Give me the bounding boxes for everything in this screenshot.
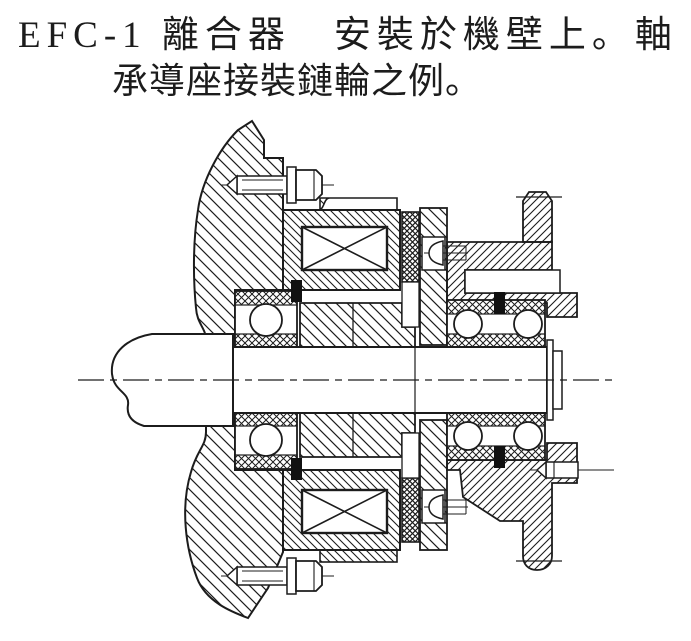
coil-bottom <box>300 488 389 535</box>
sprocket-tooth-top <box>522 191 553 243</box>
rotor-hub-top <box>299 302 416 348</box>
figure-caption-line1: EFC-1 離合器 安裝於機壁上。軸 <box>18 15 678 56</box>
shaft-seals <box>291 280 505 480</box>
mounting-bolt-bottom <box>221 557 334 595</box>
field-coil-housing-top <box>282 197 401 291</box>
friction-stack-bottom <box>401 432 420 543</box>
bearing-left-top <box>234 290 298 349</box>
mounting-screw-bottom <box>424 494 468 520</box>
bearing-guide-seat-top <box>446 191 578 318</box>
bearing-right-bottom <box>446 411 546 461</box>
field-coil-housing-bottom <box>282 469 401 563</box>
friction-stack-top <box>401 211 420 328</box>
spacer-ring <box>464 269 561 294</box>
figure-caption-line2: 承導座接裝鏈輪之例。 <box>112 61 483 101</box>
bearing-left-bottom <box>234 411 298 470</box>
coil-top <box>300 225 389 272</box>
mounting-bolt-top <box>221 166 334 204</box>
rotor-hub-bottom <box>299 412 416 458</box>
armature-bottom <box>419 419 468 551</box>
set-screw <box>530 460 614 480</box>
